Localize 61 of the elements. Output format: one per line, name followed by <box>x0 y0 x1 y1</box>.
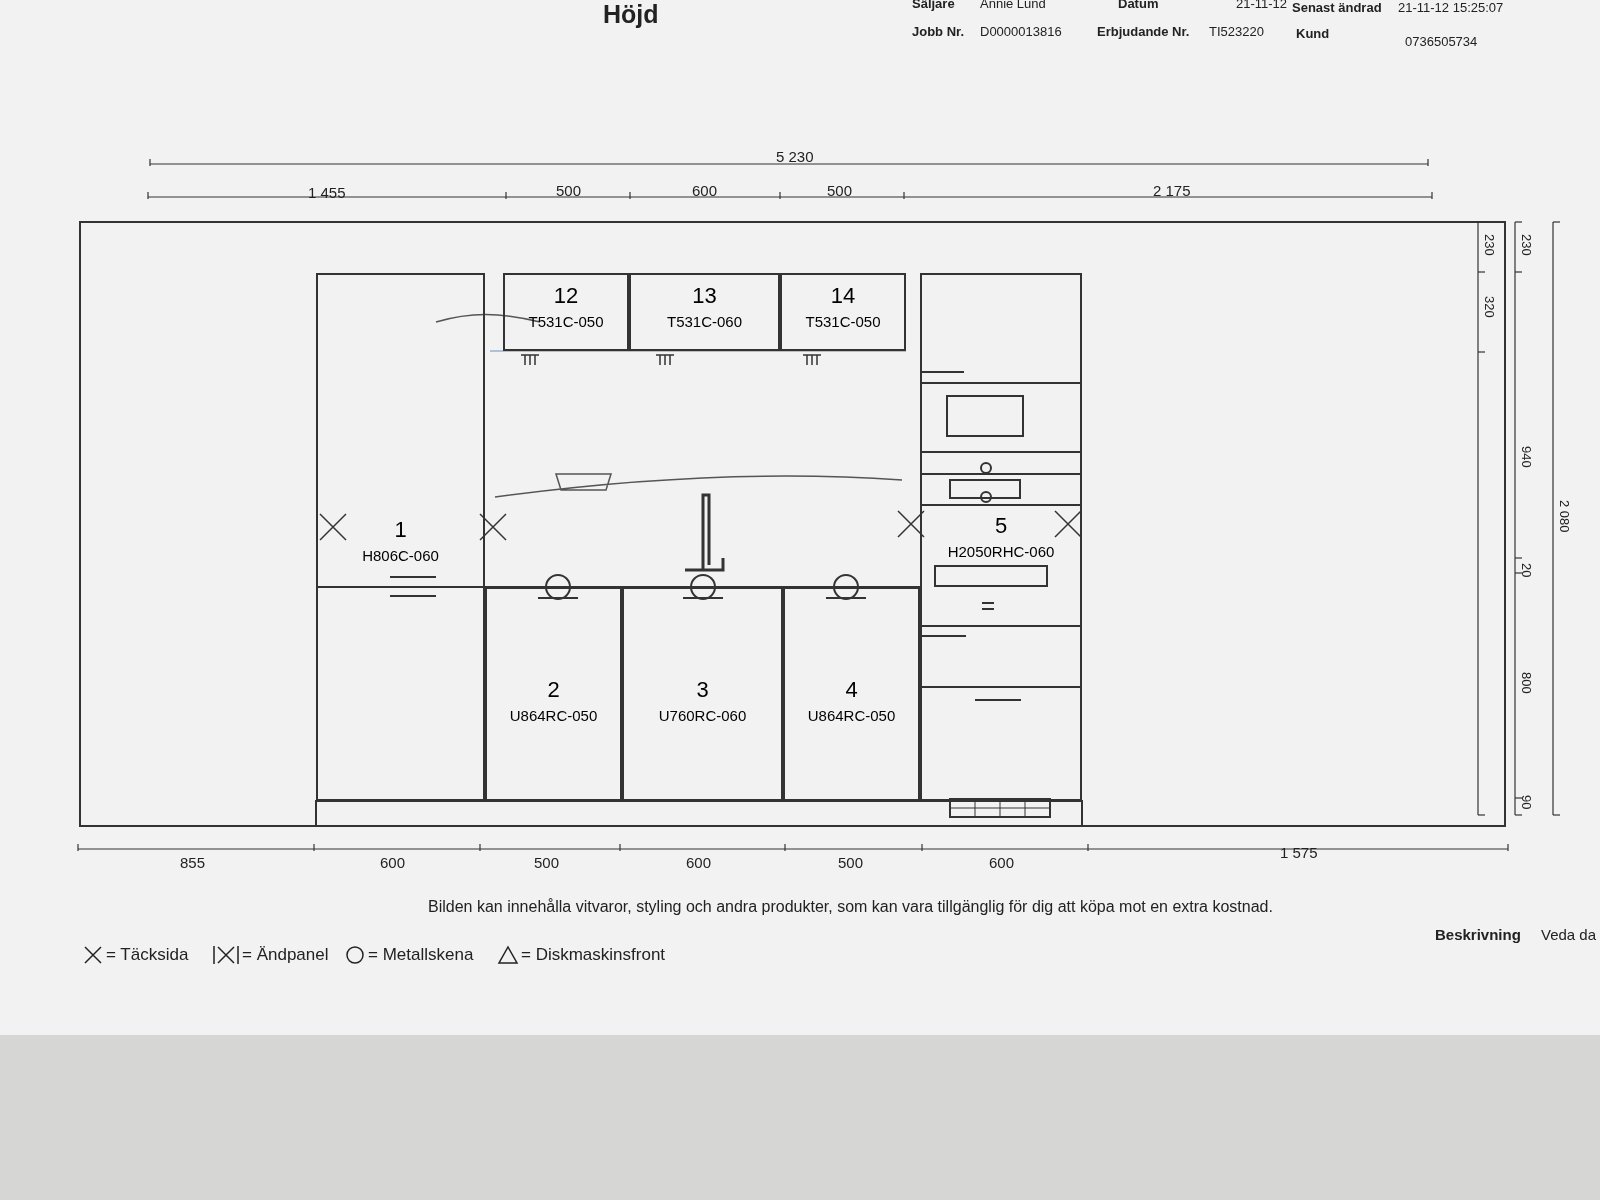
base-cabinet <box>485 587 622 801</box>
field-label: Senast ändrad <box>1292 0 1382 15</box>
dimension-label: 800 <box>1519 672 1534 694</box>
field-label: Kund <box>1296 26 1330 41</box>
dimension-label: 600 <box>380 854 406 871</box>
disclaimer-note: Bilden kan innehålla vitvaror, styling och andra produkter, som kan vara tillgänglig för dig att köpa mot en extra kostnad. <box>428 898 1273 916</box>
dimension-label: 940 <box>1519 446 1534 468</box>
cabinet-number: 12 <box>553 283 579 309</box>
dimension-label: 855 <box>180 854 206 871</box>
field-value: 21-11-12 15:25:07 <box>1398 0 1504 15</box>
base-cabinet <box>783 587 920 801</box>
field-label: Beskrivning <box>1435 926 1521 943</box>
field-value: D0000013816 <box>980 24 1062 39</box>
page-title: Höjd <box>603 0 659 29</box>
field-label: Jobb Nr. <box>912 24 964 39</box>
legend-text: = Täcksida <box>106 945 189 965</box>
dimension-label: 500 <box>838 854 864 871</box>
tall-cabinet <box>316 273 485 801</box>
article-code: U864RC-050 <box>807 707 896 724</box>
dimension-label: 90 <box>1519 795 1534 810</box>
dimension-label: 500 <box>534 854 560 871</box>
wall-cabinet <box>780 273 906 351</box>
dimension-label: 230 <box>1519 234 1534 256</box>
dimension-label: 20 <box>1519 563 1534 578</box>
dimension-label: 1 575 <box>1280 844 1318 861</box>
dimension-label: 1 455 <box>308 184 346 201</box>
cabinet-number: 13 <box>692 283 717 309</box>
cabinet-number: 5 <box>994 513 1008 539</box>
article-code: H2050RHC-060 <box>947 543 1055 560</box>
field-label: Erbjudande Nr. <box>1097 24 1190 39</box>
article-code: T531C-050 <box>805 313 881 330</box>
article-code: U760RC-060 <box>658 707 747 724</box>
cabinet-number: 4 <box>845 677 858 703</box>
dimension-label: 600 <box>692 182 718 199</box>
dimension-label: 320 <box>1482 296 1497 318</box>
field-value: Veda da <box>1541 926 1597 943</box>
base-cabinet <box>622 587 783 801</box>
dimension-label: 500 <box>556 182 582 199</box>
dimension-label: 600 <box>686 854 712 871</box>
field-value: TI523220 <box>1209 24 1264 39</box>
cabinet-number: 14 <box>830 283 856 309</box>
dimension-label: 600 <box>989 854 1015 871</box>
dimension-label: 2 080 <box>1557 500 1572 533</box>
dimension-label: 500 <box>827 182 853 199</box>
field-value: 0736505734 <box>1405 34 1478 49</box>
legend-text: = Ändpanel <box>242 945 329 965</box>
article-code: H806C-060 <box>362 547 439 564</box>
dimension-label: 230 <box>1482 234 1497 256</box>
wall-cabinet <box>629 273 780 351</box>
legend-text: = Metallskena <box>368 945 474 965</box>
cabinet-number: 2 <box>547 677 560 703</box>
wall-cabinet <box>503 273 629 351</box>
cabinet-number: 1 <box>394 517 407 543</box>
article-code: T531C-060 <box>666 313 742 330</box>
article-code: T531C-050 <box>528 313 604 330</box>
article-code: U864RC-050 <box>509 707 598 724</box>
cabinet-number: 3 <box>696 677 709 703</box>
dimension-label: 2 175 <box>1153 182 1191 199</box>
dimension-label: 5 230 <box>776 148 814 165</box>
legend-text: = Diskmaskinsfront <box>521 945 666 965</box>
tall-cabinet <box>920 273 1082 801</box>
